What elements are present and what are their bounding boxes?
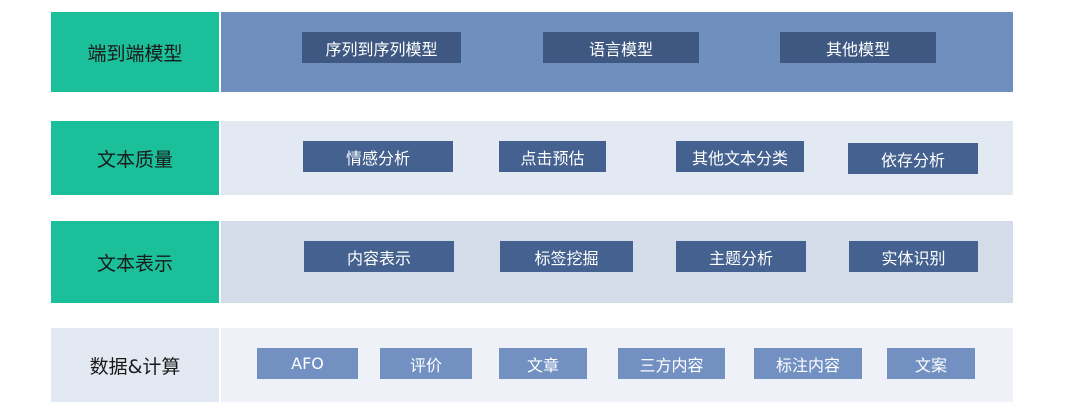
layer-label: 文本表示 <box>51 221 219 303</box>
layer-text-quality: 文本质量 情感分析 点击预估 其他文本分类 依存分析 <box>51 121 1013 195</box>
module-box: 文案 <box>887 348 975 379</box>
module-box: 标注内容 <box>754 348 862 379</box>
module-box: 标签挖掘 <box>500 241 633 272</box>
module-box: 主题分析 <box>676 241 806 272</box>
layer-label: 数据&计算 <box>51 328 219 402</box>
layer-panel: AFO 评价 文章 三方内容 标注内容 文案 <box>221 328 1013 402</box>
layer-label: 文本质量 <box>51 121 219 195</box>
layer-panel: 序列到序列模型 语言模型 其他模型 <box>221 12 1013 92</box>
layer-end-to-end-models: 端到端模型 序列到序列模型 语言模型 其他模型 <box>51 12 1013 92</box>
layer-panel: 内容表示 标签挖掘 主题分析 实体识别 <box>221 221 1013 303</box>
module-box: 其他模型 <box>780 32 936 63</box>
layer-panel: 情感分析 点击预估 其他文本分类 依存分析 <box>221 121 1013 195</box>
module-box: 评价 <box>380 348 472 379</box>
module-box: 点击预估 <box>499 141 606 172</box>
module-box: AFO <box>257 348 358 379</box>
layer-label: 端到端模型 <box>51 12 219 92</box>
module-box: 三方内容 <box>618 348 725 379</box>
module-box: 文章 <box>499 348 587 379</box>
module-box: 实体识别 <box>849 241 978 272</box>
layer-text-representation: 文本表示 内容表示 标签挖掘 主题分析 实体识别 <box>51 221 1013 303</box>
module-box: 语言模型 <box>543 32 699 63</box>
module-box: 情感分析 <box>303 141 453 172</box>
module-box: 依存分析 <box>848 143 978 174</box>
module-box: 内容表示 <box>304 241 454 272</box>
layer-data-and-compute: 数据&计算 AFO 评价 文章 三方内容 标注内容 文案 <box>51 328 1013 402</box>
module-box: 序列到序列模型 <box>302 32 461 63</box>
module-box: 其他文本分类 <box>676 141 804 172</box>
